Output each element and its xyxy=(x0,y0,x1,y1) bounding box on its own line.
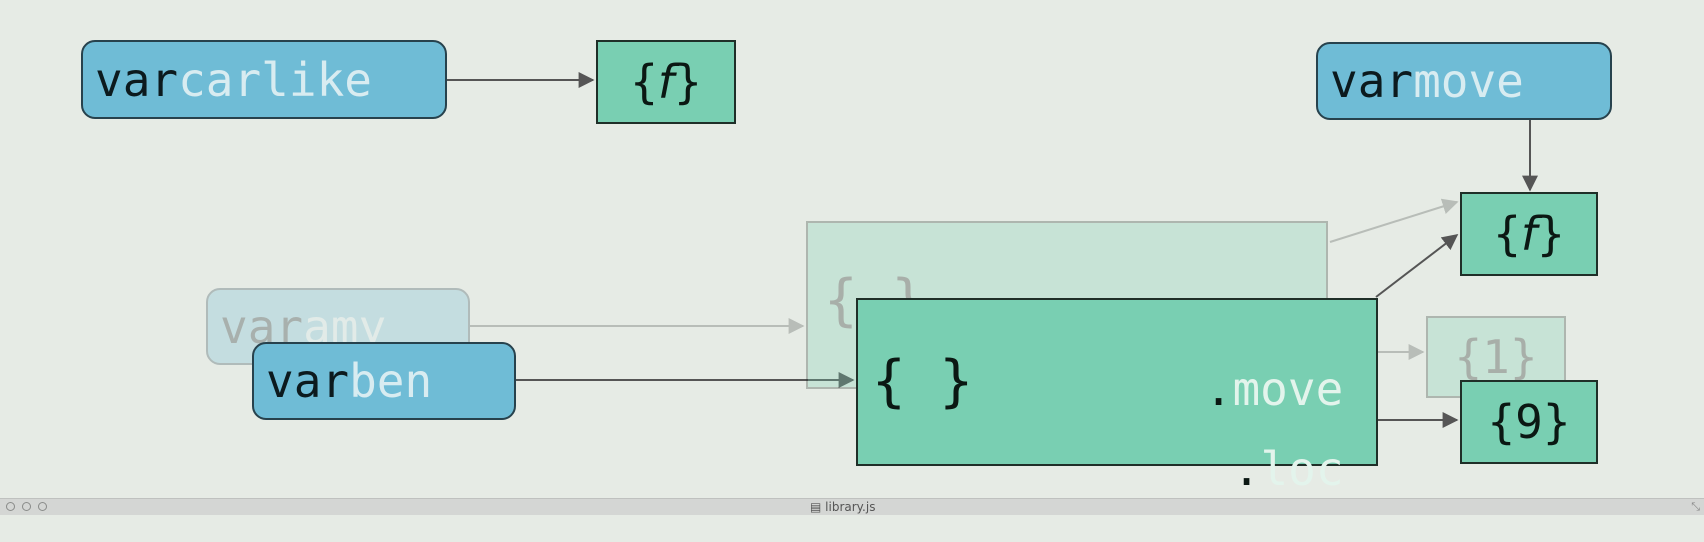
variable-carlike: var carlike xyxy=(81,40,447,119)
resize-handle-icon[interactable]: ⤡ xyxy=(1691,500,1700,513)
arrow-object-move-to-f xyxy=(1375,234,1459,298)
arrow-ghost-move-to-f xyxy=(1329,198,1459,243)
function-object-carlike: {f} xyxy=(596,40,736,124)
function-object-move: {f} xyxy=(1460,192,1598,276)
window-close-button[interactable] xyxy=(6,502,15,511)
ben-object: { } .move .loc xyxy=(856,298,1378,492)
window-title: ▤ library.js xyxy=(810,500,876,514)
property-move: .move xyxy=(1204,362,1344,416)
window-bottom-bar: ▤ library.js ⤡ xyxy=(0,498,1704,515)
variable-ben: var ben xyxy=(252,342,516,420)
value-object-nine: {9} xyxy=(1460,380,1598,464)
object-braces: { } xyxy=(872,349,974,414)
reference-arrows xyxy=(445,72,1538,428)
window-minimize-button[interactable] xyxy=(22,502,31,511)
property-loc: .loc xyxy=(1232,442,1344,496)
variable-move: var move xyxy=(1316,42,1612,120)
window-zoom-button[interactable] xyxy=(38,502,47,511)
